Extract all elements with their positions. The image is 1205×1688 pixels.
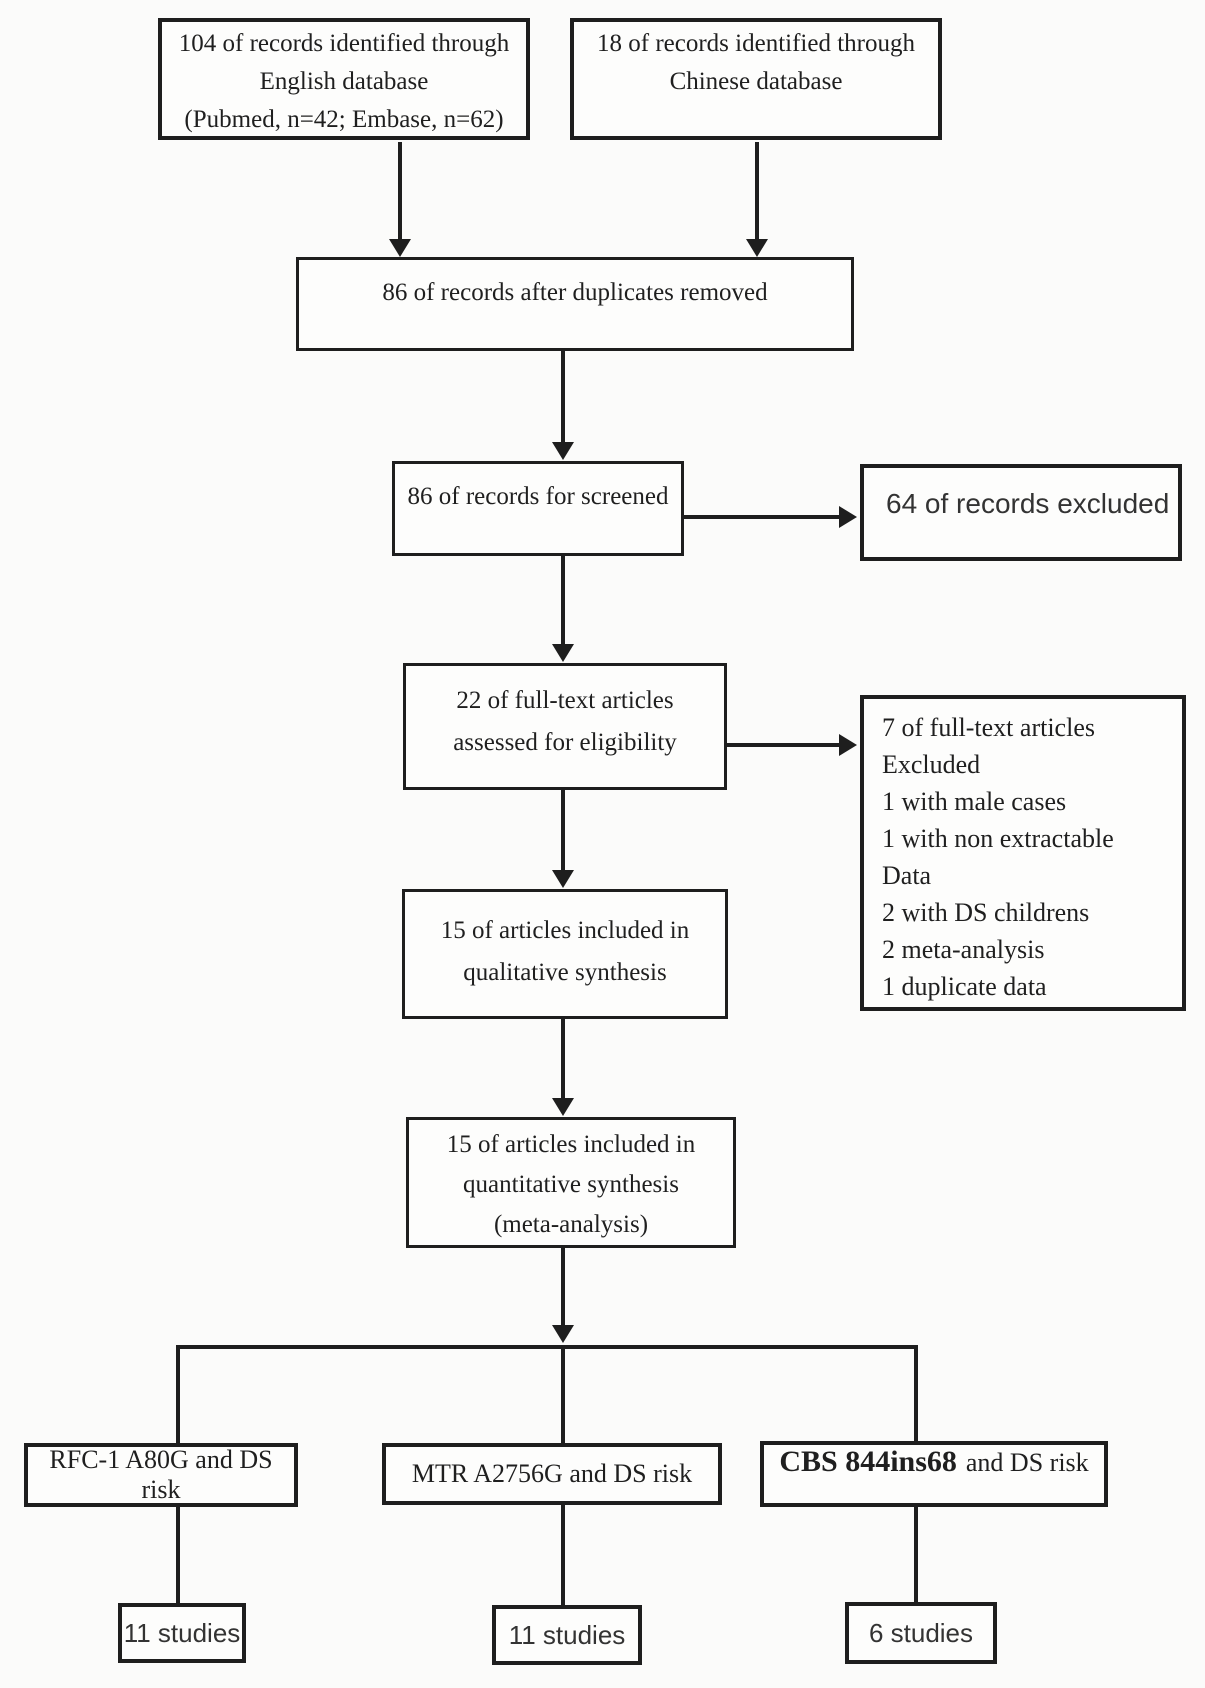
- arrowhead-down-icon: [552, 442, 574, 460]
- box-line: 104 of records identified through: [178, 30, 510, 57]
- connector-branch-to-mtr: [561, 1349, 565, 1443]
- box-chinese-database-records: 18 of records identified through Chinese…: [570, 18, 942, 140]
- box-line: 11 studies: [508, 1619, 626, 1650]
- box-qualitative-synthesis: 15 of articles included in qualitative s…: [402, 889, 728, 1019]
- arrowhead-down-icon: [552, 1325, 574, 1343]
- arrowhead-down-icon: [746, 239, 768, 257]
- box-line: quantitative synthesis: [463, 1171, 679, 1198]
- box-fulltext-excluded-reasons: 7 of full-text articles Excluded 1 with …: [860, 695, 1186, 1011]
- box-records-after-duplicates-removed: 86 of records after duplicates removed: [296, 257, 854, 351]
- box-english-database-records: 104 of records identified through Englis…: [158, 18, 530, 140]
- box-quantitative-synthesis: 15 of articles included in quantitative …: [406, 1117, 736, 1248]
- box-rfc1-a80g-ds-risk: RFC-1 A80G and DS risk: [24, 1443, 298, 1507]
- box-line: 7 of full-text articles: [882, 713, 1095, 742]
- arrowhead-down-icon: [552, 1098, 574, 1116]
- connector-english-to-duplicates: [398, 142, 402, 240]
- box-line: 6 studies: [868, 1617, 974, 1648]
- box-line: 64 of records excluded: [886, 488, 1170, 519]
- box-line: 15 of articles included in: [446, 1131, 696, 1158]
- box-line: Excluded: [882, 750, 981, 779]
- box-line: 1 duplicate data: [882, 972, 1047, 1001]
- box-rfc1-studies-count: 11 studies: [118, 1603, 246, 1663]
- arrowhead-down-icon: [552, 870, 574, 888]
- connector-branch-to-rfc1: [176, 1349, 180, 1443]
- connector-screened-to-excluded: [684, 515, 840, 519]
- box-line: 86 of records for screened: [407, 483, 669, 510]
- arrowhead-right-icon: [839, 506, 857, 528]
- branch-distribution-line: [176, 1345, 918, 1349]
- box-mtr-a2756g-ds-risk: MTR A2756G and DS risk: [382, 1443, 722, 1505]
- box-line: Data: [882, 861, 932, 890]
- box-cbs-studies-count: 6 studies: [845, 1602, 997, 1664]
- box-line: and DS risk: [965, 1448, 1089, 1477]
- box-line: MTR A2756G and DS risk: [411, 1459, 693, 1488]
- connector-branch-to-cbs: [914, 1349, 918, 1441]
- arrowhead-down-icon: [389, 239, 411, 257]
- connector-mtr-to-studies: [561, 1505, 565, 1605]
- box-line: 22 of full-text articles: [456, 687, 674, 714]
- box-line: 2 with DS childrens: [882, 898, 1090, 927]
- connector-fulltext-to-exclusions: [727, 743, 840, 747]
- arrowhead-down-icon: [552, 644, 574, 662]
- connector-qualitative-to-quantitative: [561, 1019, 565, 1099]
- box-line: 86 of records after duplicates removed: [382, 279, 768, 306]
- box-line: (Pubmed, n=42; Embase, n=62): [184, 106, 504, 133]
- box-mtr-studies-count: 11 studies: [492, 1605, 642, 1665]
- connector-cbs-to-studies: [914, 1507, 918, 1602]
- box-line: 1 with non extractable: [882, 824, 1114, 853]
- connector-fulltext-to-qualitative: [561, 790, 565, 871]
- box-line: assessed for eligibility: [453, 729, 677, 756]
- box-line: qualitative synthesis: [463, 959, 667, 986]
- box-records-excluded: 64 of records excluded: [860, 464, 1182, 561]
- box-fulltext-assessed: 22 of full-text articles assessed for el…: [403, 663, 727, 790]
- connector-quantitative-to-branch: [561, 1248, 565, 1326]
- box-line: 18 of records identified through: [597, 30, 915, 57]
- box-cbs-844ins68-ds-risk: CBS 844ins68 and DS risk: [760, 1441, 1108, 1507]
- connector-chinese-to-duplicates: [755, 142, 759, 240]
- box-line: 11 studies: [123, 1617, 241, 1648]
- box-records-screened: 86 of records for screened: [392, 461, 684, 556]
- box-line: 2 meta-analysis: [882, 935, 1045, 964]
- box-line: RFC-1 A80G and DS risk: [49, 1445, 273, 1504]
- box-line: English database: [259, 68, 429, 95]
- connector-rfc1-to-studies: [176, 1507, 180, 1603]
- connector-duplicates-to-screened: [561, 351, 565, 443]
- box-line-emphasis: CBS 844ins68: [779, 1445, 957, 1478]
- box-line: (meta-analysis): [493, 1211, 649, 1238]
- box-line: Chinese database: [669, 68, 843, 95]
- arrowhead-right-icon: [839, 734, 857, 756]
- box-line: 15 of articles included in: [440, 917, 690, 944]
- connector-screened-to-fulltext: [561, 556, 565, 645]
- box-line: 1 with male cases: [882, 787, 1067, 816]
